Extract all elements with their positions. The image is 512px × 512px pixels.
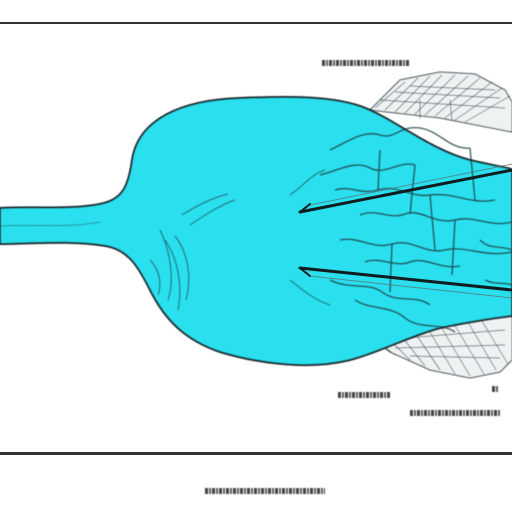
label-lower-right — [410, 410, 500, 416]
label-lower-left — [338, 392, 390, 398]
caption-mark — [205, 488, 325, 494]
cyan-body — [0, 97, 512, 365]
label-top-right — [322, 60, 410, 66]
bottom-rule — [0, 452, 512, 455]
label-lower-right-mark — [492, 386, 498, 392]
